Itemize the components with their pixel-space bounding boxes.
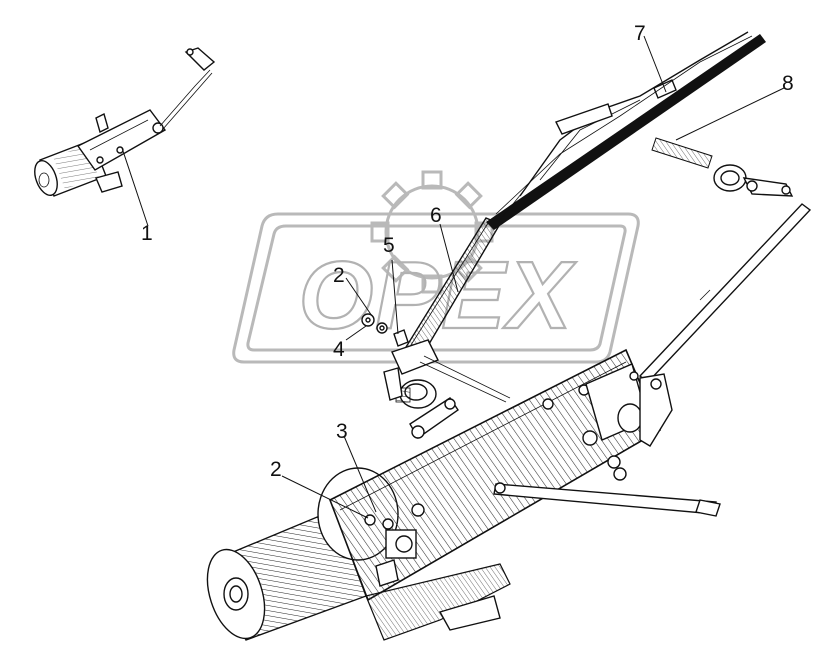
- callout-2-lower: 2: [270, 458, 282, 481]
- callout-5: 5: [383, 234, 395, 257]
- callout-1: 1: [141, 222, 153, 245]
- callout-7: 7: [634, 22, 646, 45]
- callout-labels: 1 2 4 5 6 7 8 3 2: [141, 22, 794, 481]
- callout-2-upper: 2: [333, 264, 345, 287]
- callout-6: 6: [430, 204, 442, 227]
- callout-4: 4: [333, 338, 345, 361]
- wiper-arm: [383, 217, 511, 440]
- crank-hub: [385, 529, 417, 559]
- leader-lines: [121, 35, 785, 519]
- callout-8: 8: [782, 72, 794, 95]
- callout-3: 3: [336, 420, 348, 443]
- main-motor-assembly: [206, 348, 721, 641]
- drive-rod-assembly: [638, 137, 812, 383]
- motor-assembly-overview: [34, 47, 216, 197]
- wiper-blade: [486, 31, 766, 230]
